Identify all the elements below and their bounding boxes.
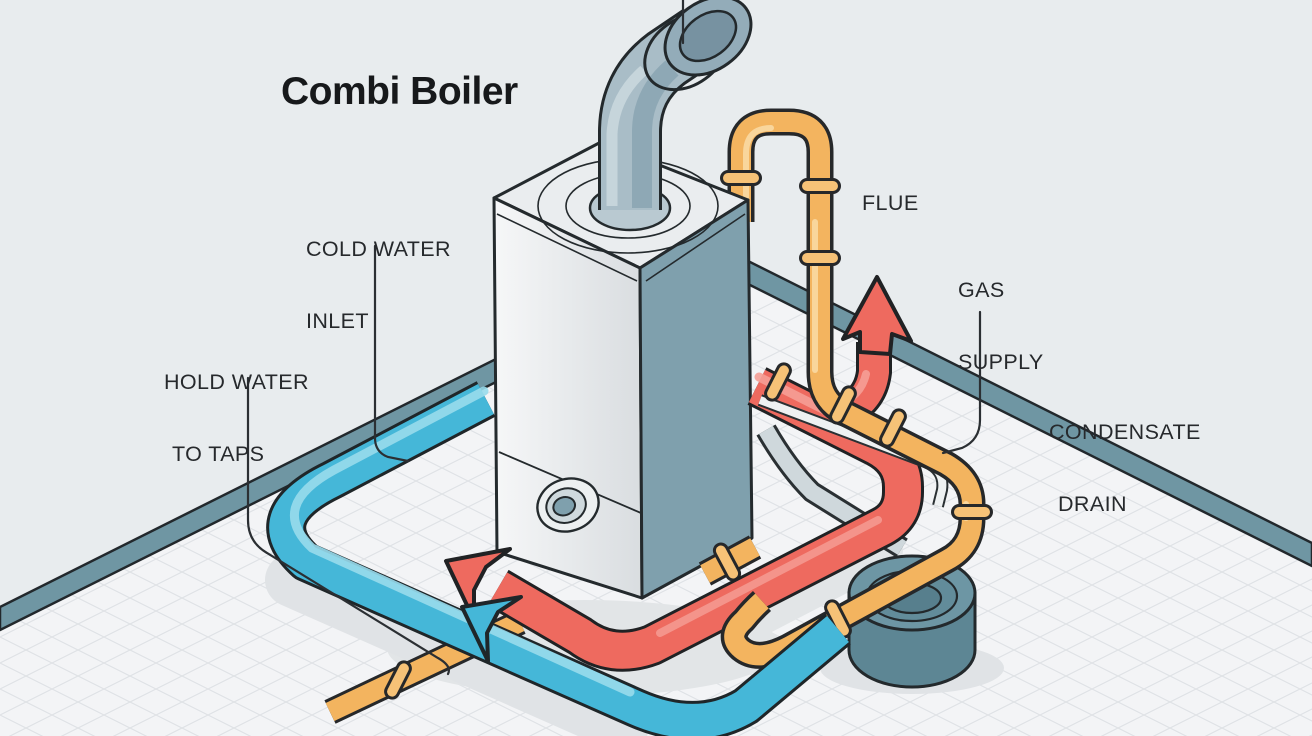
label-line: COLD WATER: [306, 237, 451, 261]
leader-cold-water: [373, 244, 410, 463]
boiler-front-face: [492, 196, 644, 600]
flue-opening-inner: [678, 9, 738, 63]
label-line: HOLD WATER: [164, 370, 309, 394]
boiler: [492, 140, 754, 600]
label-condensate-drain: CONDENSATE DRAIN: [1049, 372, 1201, 540]
label-gas-supply: GAS SUPPLY: [958, 230, 1044, 398]
leader-hot-water: [246, 376, 450, 676]
heat-up-arrowhead: [841, 275, 913, 356]
condensate-hose-back-fill: [759, 425, 907, 555]
leader-lines: [246, 0, 982, 676]
boiler-top-seam: [496, 213, 746, 282]
leader-gas: [941, 310, 982, 455]
gas-pipe-lower: [720, 218, 993, 669]
cold-water-arrowhead: [460, 595, 523, 663]
label-line: FLUE: [862, 191, 919, 215]
gas-pipe-upper: [720, 108, 841, 224]
boiler-dial: [536, 477, 600, 533]
label-line: SUPPLY: [958, 350, 1044, 374]
flue-pipe: [588, 0, 753, 232]
diagram-title: Combi Boiler: [281, 70, 518, 113]
label-cold-water-inlet: COLD WATER INLET: [306, 189, 451, 357]
label-line: TO TAPS: [172, 442, 265, 466]
label-line: INLET: [306, 309, 369, 333]
hot-water-pipe: [444, 275, 924, 672]
label-line: DRAIN: [1058, 492, 1127, 516]
label-flue: FLUE: [862, 143, 919, 239]
cold-water-pipe: [266, 381, 851, 736]
boiler-side-face: [638, 198, 754, 600]
label-line: CONDENSATE: [1049, 420, 1201, 444]
gas-fitting-on-red: [764, 362, 792, 402]
label-hot-water-to-taps: HOLD WATER TO TAPS: [164, 322, 309, 490]
label-line: GAS: [958, 278, 1005, 302]
